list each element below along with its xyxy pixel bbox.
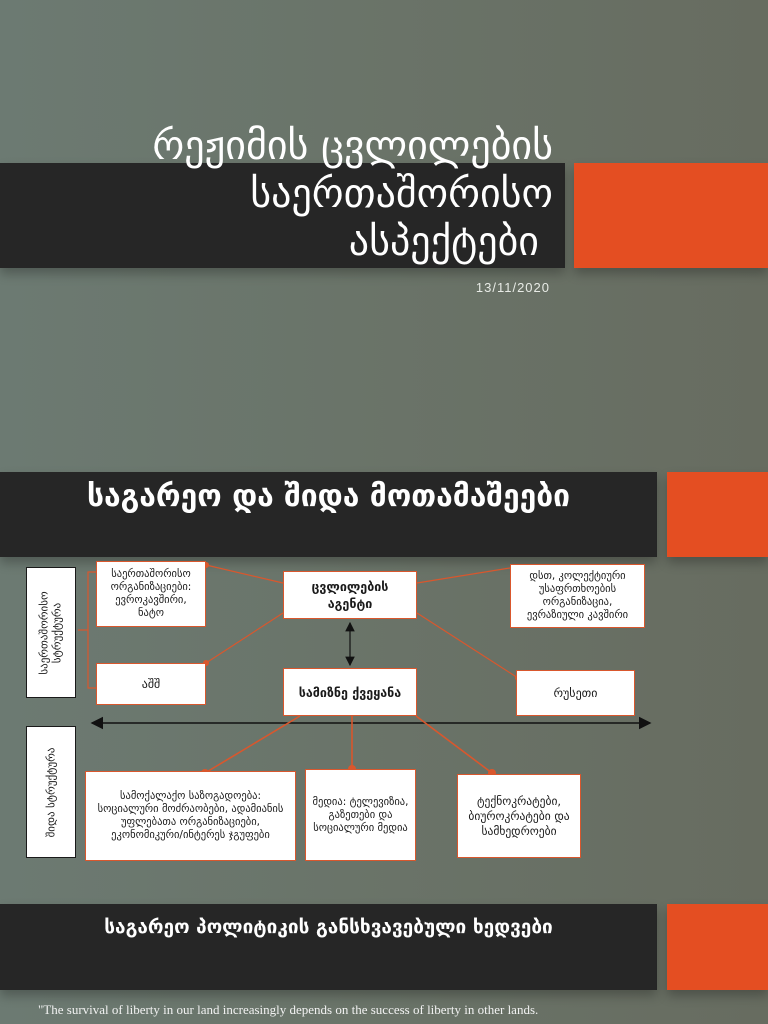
target-country-box[interactable]: სამიზნე ქვეყანა [283, 668, 417, 716]
media-box[interactable]: მედია: ტელევიზია, გაზეთები და სოციალური … [305, 769, 416, 861]
slide-title: საგარეო პოლიტიკის განსხვავებული ხედვები [104, 916, 553, 938]
csto-eurasian-union-box[interactable]: დსთ, კოლექტიური უსაფრთხოების ორგანიზაცია… [510, 564, 645, 628]
international-structure-label: საერთაშორისო სტრუქტურა [26, 567, 76, 698]
title-slide[interactable]: რეჟიმის ცვლილების საერთაშორისო ასპექტები… [0, 0, 768, 433]
russia-box[interactable]: რუსეთი [516, 670, 635, 716]
title-accent-bar [574, 163, 768, 268]
slide-title: საგარეო და შიდა მოთამაშეები [86, 479, 571, 514]
actors-dark-bar [0, 472, 657, 557]
presentation-title: რეჟიმის ცვლილების საერთაშორისო ასპექტები [33, 122, 553, 266]
title-line-1: რეჟიმის ცვლილების [152, 123, 553, 169]
title-line-2: საერთაშორისო [250, 171, 553, 217]
title-line-3: ასპექტები [348, 219, 539, 265]
change-agents-box[interactable]: ცვლილების აგენტი [283, 571, 417, 619]
foreign-policy-dark-bar [0, 904, 657, 990]
usa-box[interactable]: აშშ [96, 663, 206, 705]
domestic-structure-label: შიდა სტრუქტურა [26, 726, 76, 858]
foreign-policy-slide[interactable]: საგარეო პოლიტიკის განსხვავებული ხედვები … [0, 866, 768, 1024]
international-orgs-box[interactable]: საერთაშორისო ორგანიზაციები: ევროკავშირი,… [96, 561, 206, 627]
international-structure-text: საერთაშორისო სტრუქტურა [38, 590, 65, 675]
quote-text: "The survival of liberty in our land inc… [38, 1002, 539, 1017]
title-dark-bar [0, 163, 565, 268]
presentation-date: 13/11/2020 [475, 280, 550, 295]
civil-society-box[interactable]: სამოქალაქო საზოგადოება: სოციალური მოძრაო… [85, 771, 296, 861]
actors-accent-bar [667, 472, 768, 557]
technocrats-box[interactable]: ტექნოკრატები, ბიუროკრატები და სამხედროებ… [457, 774, 581, 858]
foreign-policy-accent-bar [667, 904, 768, 990]
domestic-structure-text: შიდა სტრუქტურა [44, 747, 58, 837]
actors-slide[interactable]: საგარეო და შიდა მოთამაშეები [0, 433, 768, 866]
